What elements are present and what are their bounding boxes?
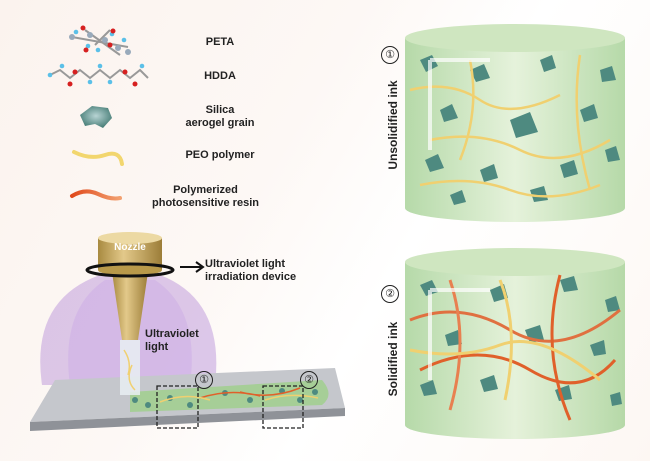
panel-marker-2: ② [381, 285, 399, 303]
device-label: Ultraviolet light irradiation device [205, 258, 297, 283]
legend-label-resin: Polymerized photosensitive resin [152, 184, 259, 209]
panel-solidified [405, 248, 625, 439]
uv-ring-device [85, 262, 175, 278]
region-marker-1: ① [195, 371, 213, 389]
legend-label-silica: Silica aerogel grain [185, 104, 255, 129]
region-box-2 [262, 385, 304, 429]
peo-polymer-icon [72, 150, 124, 166]
region-marker-2: ② [300, 371, 318, 389]
legend-label-peta: PETA [205, 36, 235, 48]
nozzle [85, 232, 175, 395]
peta-molecule-icon [69, 25, 131, 56]
legend-label-hdda: HDDA [204, 70, 236, 82]
panel-unsolidified [405, 24, 625, 222]
print-platform [30, 368, 345, 431]
silica-grain-icon [80, 106, 112, 128]
uv-light-label: Ultraviolet light [145, 328, 199, 353]
arrow-icon [180, 261, 205, 273]
hdda-molecule-icon [47, 63, 149, 87]
resin-strand-icon [70, 189, 122, 201]
panel-label-solidified: Solidified ink [386, 321, 400, 397]
panel-marker-1: ① [381, 46, 399, 64]
panel-label-unsolidified: Unsolidified ink [386, 80, 400, 170]
legend-label-peo: PEO polymer [185, 149, 255, 161]
nozzle-label: Nozzle [114, 242, 146, 253]
region-box-1 [156, 385, 199, 429]
